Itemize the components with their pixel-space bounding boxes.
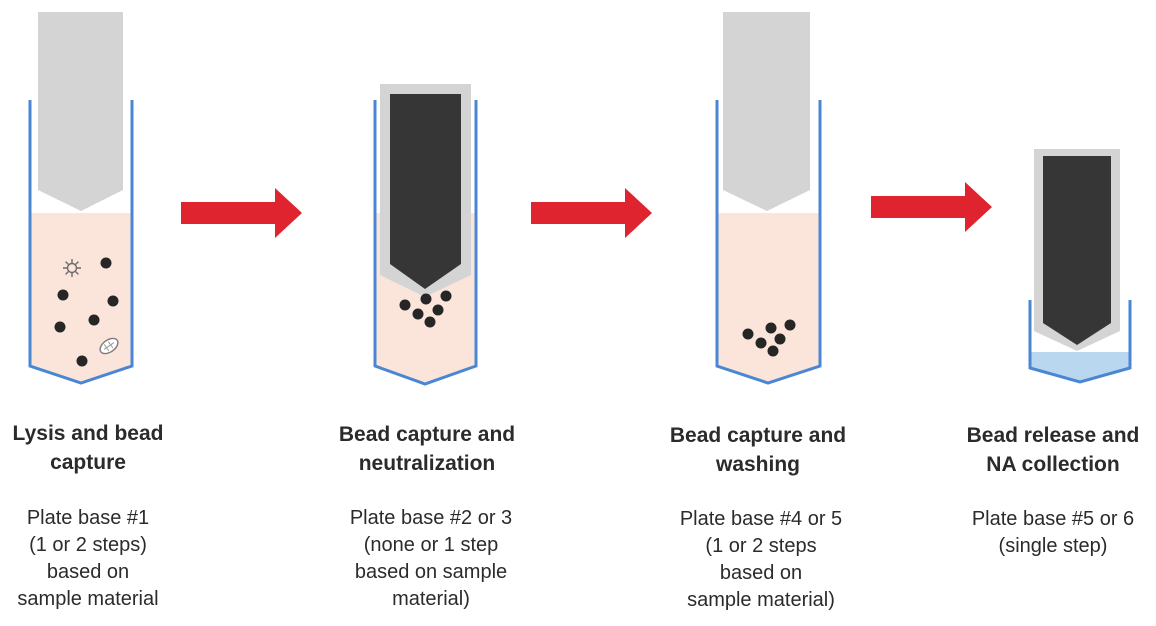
bead: [767, 345, 779, 357]
magnet-rod: [390, 94, 461, 289]
bead: [76, 355, 88, 367]
step-1-title: Lysis and bead capture: [12, 422, 164, 474]
step-4-description: Plate base #5 or 6 (single step): [971, 508, 1135, 557]
tube-wall: [1028, 300, 1132, 384]
sample-liquid: [717, 213, 820, 383]
tip-sheath: [723, 12, 810, 211]
tip-sheath: [38, 12, 123, 211]
tube-step-3: [715, 12, 822, 385]
arrow-right-icon: [531, 188, 652, 238]
bead: [742, 328, 754, 340]
bead-group: [54, 257, 119, 367]
cell-icon: [63, 259, 81, 277]
bead: [100, 257, 112, 269]
tube-wall: [28, 100, 134, 385]
bead: [399, 299, 411, 311]
bead: [755, 337, 767, 349]
bead: [784, 319, 796, 331]
step-1-description: Plate base #1 (1 or 2 steps) based on sa…: [17, 507, 159, 610]
tube-step-4: [1028, 149, 1132, 384]
step-3-description: Plate base #4 or 5 (1 or 2 steps based o…: [679, 508, 843, 611]
bead: [412, 308, 424, 320]
bead: [765, 322, 777, 334]
cell-debris-icon: [99, 337, 119, 355]
bead: [420, 293, 432, 305]
bead: [774, 333, 786, 345]
elution-liquid: [1030, 352, 1130, 382]
arrow-right-icon: [181, 188, 302, 238]
step-3-title: Bead capture and washing: [669, 424, 847, 476]
bead: [440, 290, 452, 302]
step-4-title: Bead release and NA collection: [966, 424, 1140, 476]
tube-step-2: [373, 84, 478, 386]
tube-step-1: [28, 12, 134, 385]
step-2-title: Bead capture and neutralization: [338, 423, 516, 475]
bead: [88, 314, 100, 326]
bead: [57, 289, 69, 301]
bead-group: [742, 319, 796, 357]
bead: [54, 321, 66, 333]
tube-wall: [715, 100, 822, 385]
bead-group: [399, 290, 452, 328]
tube-wall: [373, 100, 478, 386]
bead: [107, 295, 119, 307]
step-2-description: Plate base #2 or 3 (none or 1 step based…: [349, 507, 513, 610]
bead: [424, 316, 436, 328]
magnet-rod: [1043, 156, 1111, 345]
bead: [432, 304, 444, 316]
arrow-right-icon: [871, 182, 992, 232]
